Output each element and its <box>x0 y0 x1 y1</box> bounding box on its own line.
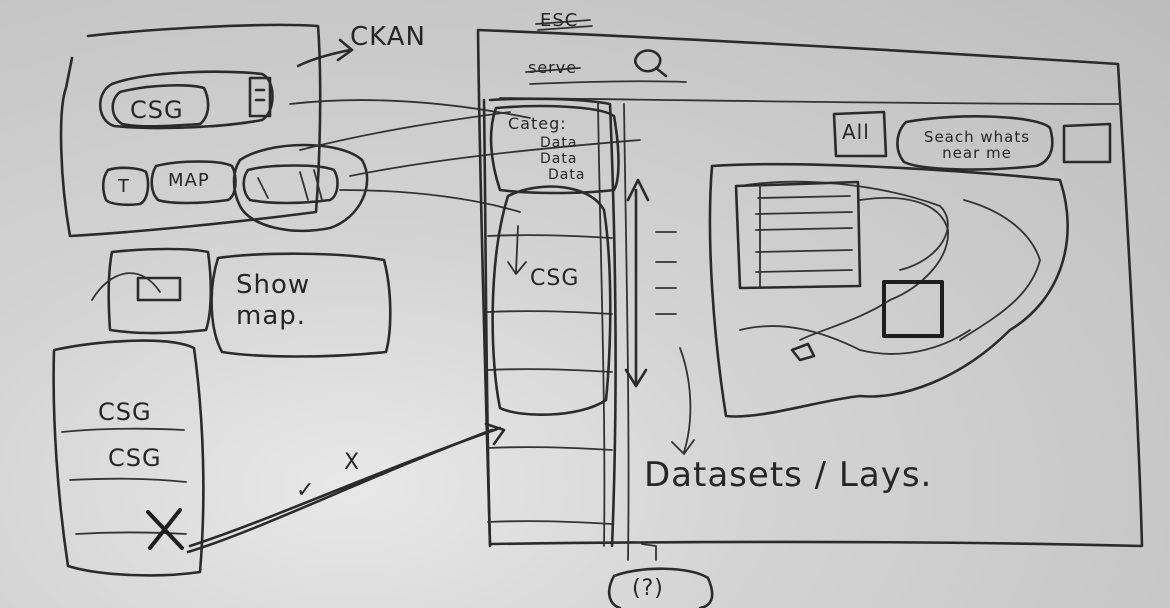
sidebar-divider-3 <box>487 368 613 373</box>
ckan-arrow <box>296 38 354 68</box>
map-contour-1 <box>739 180 949 271</box>
search-label: serve <box>528 58 578 77</box>
connector-line-1 <box>289 99 531 119</box>
search-underline <box>529 80 687 85</box>
list-x-mark <box>146 508 184 550</box>
list-item-2[interactable]: CSG <box>108 444 162 472</box>
csg-pill-outer <box>99 70 274 130</box>
question-pointer <box>641 543 657 561</box>
header-divider <box>499 97 1121 105</box>
data-table-row-1 <box>757 195 851 199</box>
sidebar-card <box>491 185 612 416</box>
list-panel-box <box>52 339 205 577</box>
map-area[interactable] <box>708 162 1069 418</box>
categ-label: Categ: <box>508 114 567 133</box>
categ-item-1[interactable]: Data <box>540 135 578 151</box>
list-item-1[interactable]: CSG <box>98 398 152 426</box>
map-thumb-box <box>107 247 213 335</box>
toggle-pill <box>242 164 339 205</box>
sidebar-divider-4 <box>487 446 613 451</box>
x-mark-label: X <box>344 450 361 475</box>
map-pill-label[interactable]: MAP <box>168 170 210 191</box>
map-contour-3 <box>959 199 1041 341</box>
datasets-layers-label: Datasets / Lays. <box>644 455 933 495</box>
near-me-button-box[interactable] <box>896 115 1054 171</box>
map-contour-2 <box>799 197 949 341</box>
esc-strike <box>535 19 593 31</box>
csg-label: CSG <box>130 96 184 124</box>
map-marker-square[interactable] <box>882 280 944 338</box>
sidebar-divider-1 <box>487 234 613 239</box>
data-table-row-4 <box>755 249 853 253</box>
near-me-square[interactable] <box>1062 122 1112 164</box>
sidebar-column <box>482 97 617 548</box>
map-thumb-scribble <box>91 272 161 301</box>
search-icon[interactable] <box>633 49 668 78</box>
sidebar-line-right <box>597 101 606 547</box>
esc-label: ESC <box>540 10 579 31</box>
ckan-label: CKAN <box>350 22 426 52</box>
all-button-label[interactable]: All <box>842 120 870 144</box>
sidebar-line-mid <box>623 103 630 561</box>
check-mark: ✓ <box>296 478 316 503</box>
circled-toggle <box>232 143 369 232</box>
show-map-label[interactable]: Show map. <box>236 270 311 332</box>
map-marker-pin[interactable] <box>790 342 816 362</box>
data-table-row-3 <box>755 227 853 231</box>
t-pill-label[interactable]: T <box>118 176 130 197</box>
search-strike <box>525 67 581 73</box>
toggle-scribble <box>257 169 323 201</box>
map-thumb-icon <box>136 276 182 302</box>
all-button-box[interactable] <box>832 110 888 158</box>
categ-item-3[interactable]: Data <box>548 167 586 183</box>
map-contour-4 <box>739 325 971 355</box>
list-divider-2 <box>69 477 187 483</box>
categ-item-2[interactable]: Data <box>540 151 578 167</box>
connector-line-2 <box>299 111 511 151</box>
connector-line-3 <box>339 189 521 213</box>
question-label: (?) <box>632 576 664 601</box>
map-pill <box>150 160 237 205</box>
datasets-pointer <box>671 347 695 455</box>
data-table-row-5 <box>755 269 853 273</box>
ckan-group-box <box>59 23 322 238</box>
long-arrow <box>186 422 506 554</box>
scrollbar-track[interactable] <box>624 178 650 388</box>
question-bubble <box>607 567 714 608</box>
data-table-row-2 <box>755 211 853 215</box>
sidebar-divider-5 <box>487 520 613 525</box>
data-table-overlay[interactable] <box>734 180 862 290</box>
t-pill <box>101 166 150 207</box>
csg-pill-inner <box>111 84 210 128</box>
sidebar-down-arrow <box>507 225 527 275</box>
list-divider-1 <box>61 427 185 433</box>
sidebar-divider-2 <box>487 310 613 315</box>
categ-bubble <box>489 104 620 195</box>
show-map-button-box <box>210 252 392 358</box>
search-near-me-label[interactable]: Seach whats near me <box>923 128 1031 162</box>
sidebar-csg-label: CSG <box>530 266 580 291</box>
csg-dropdown-tab <box>248 76 272 118</box>
list-divider-3 <box>75 531 187 535</box>
